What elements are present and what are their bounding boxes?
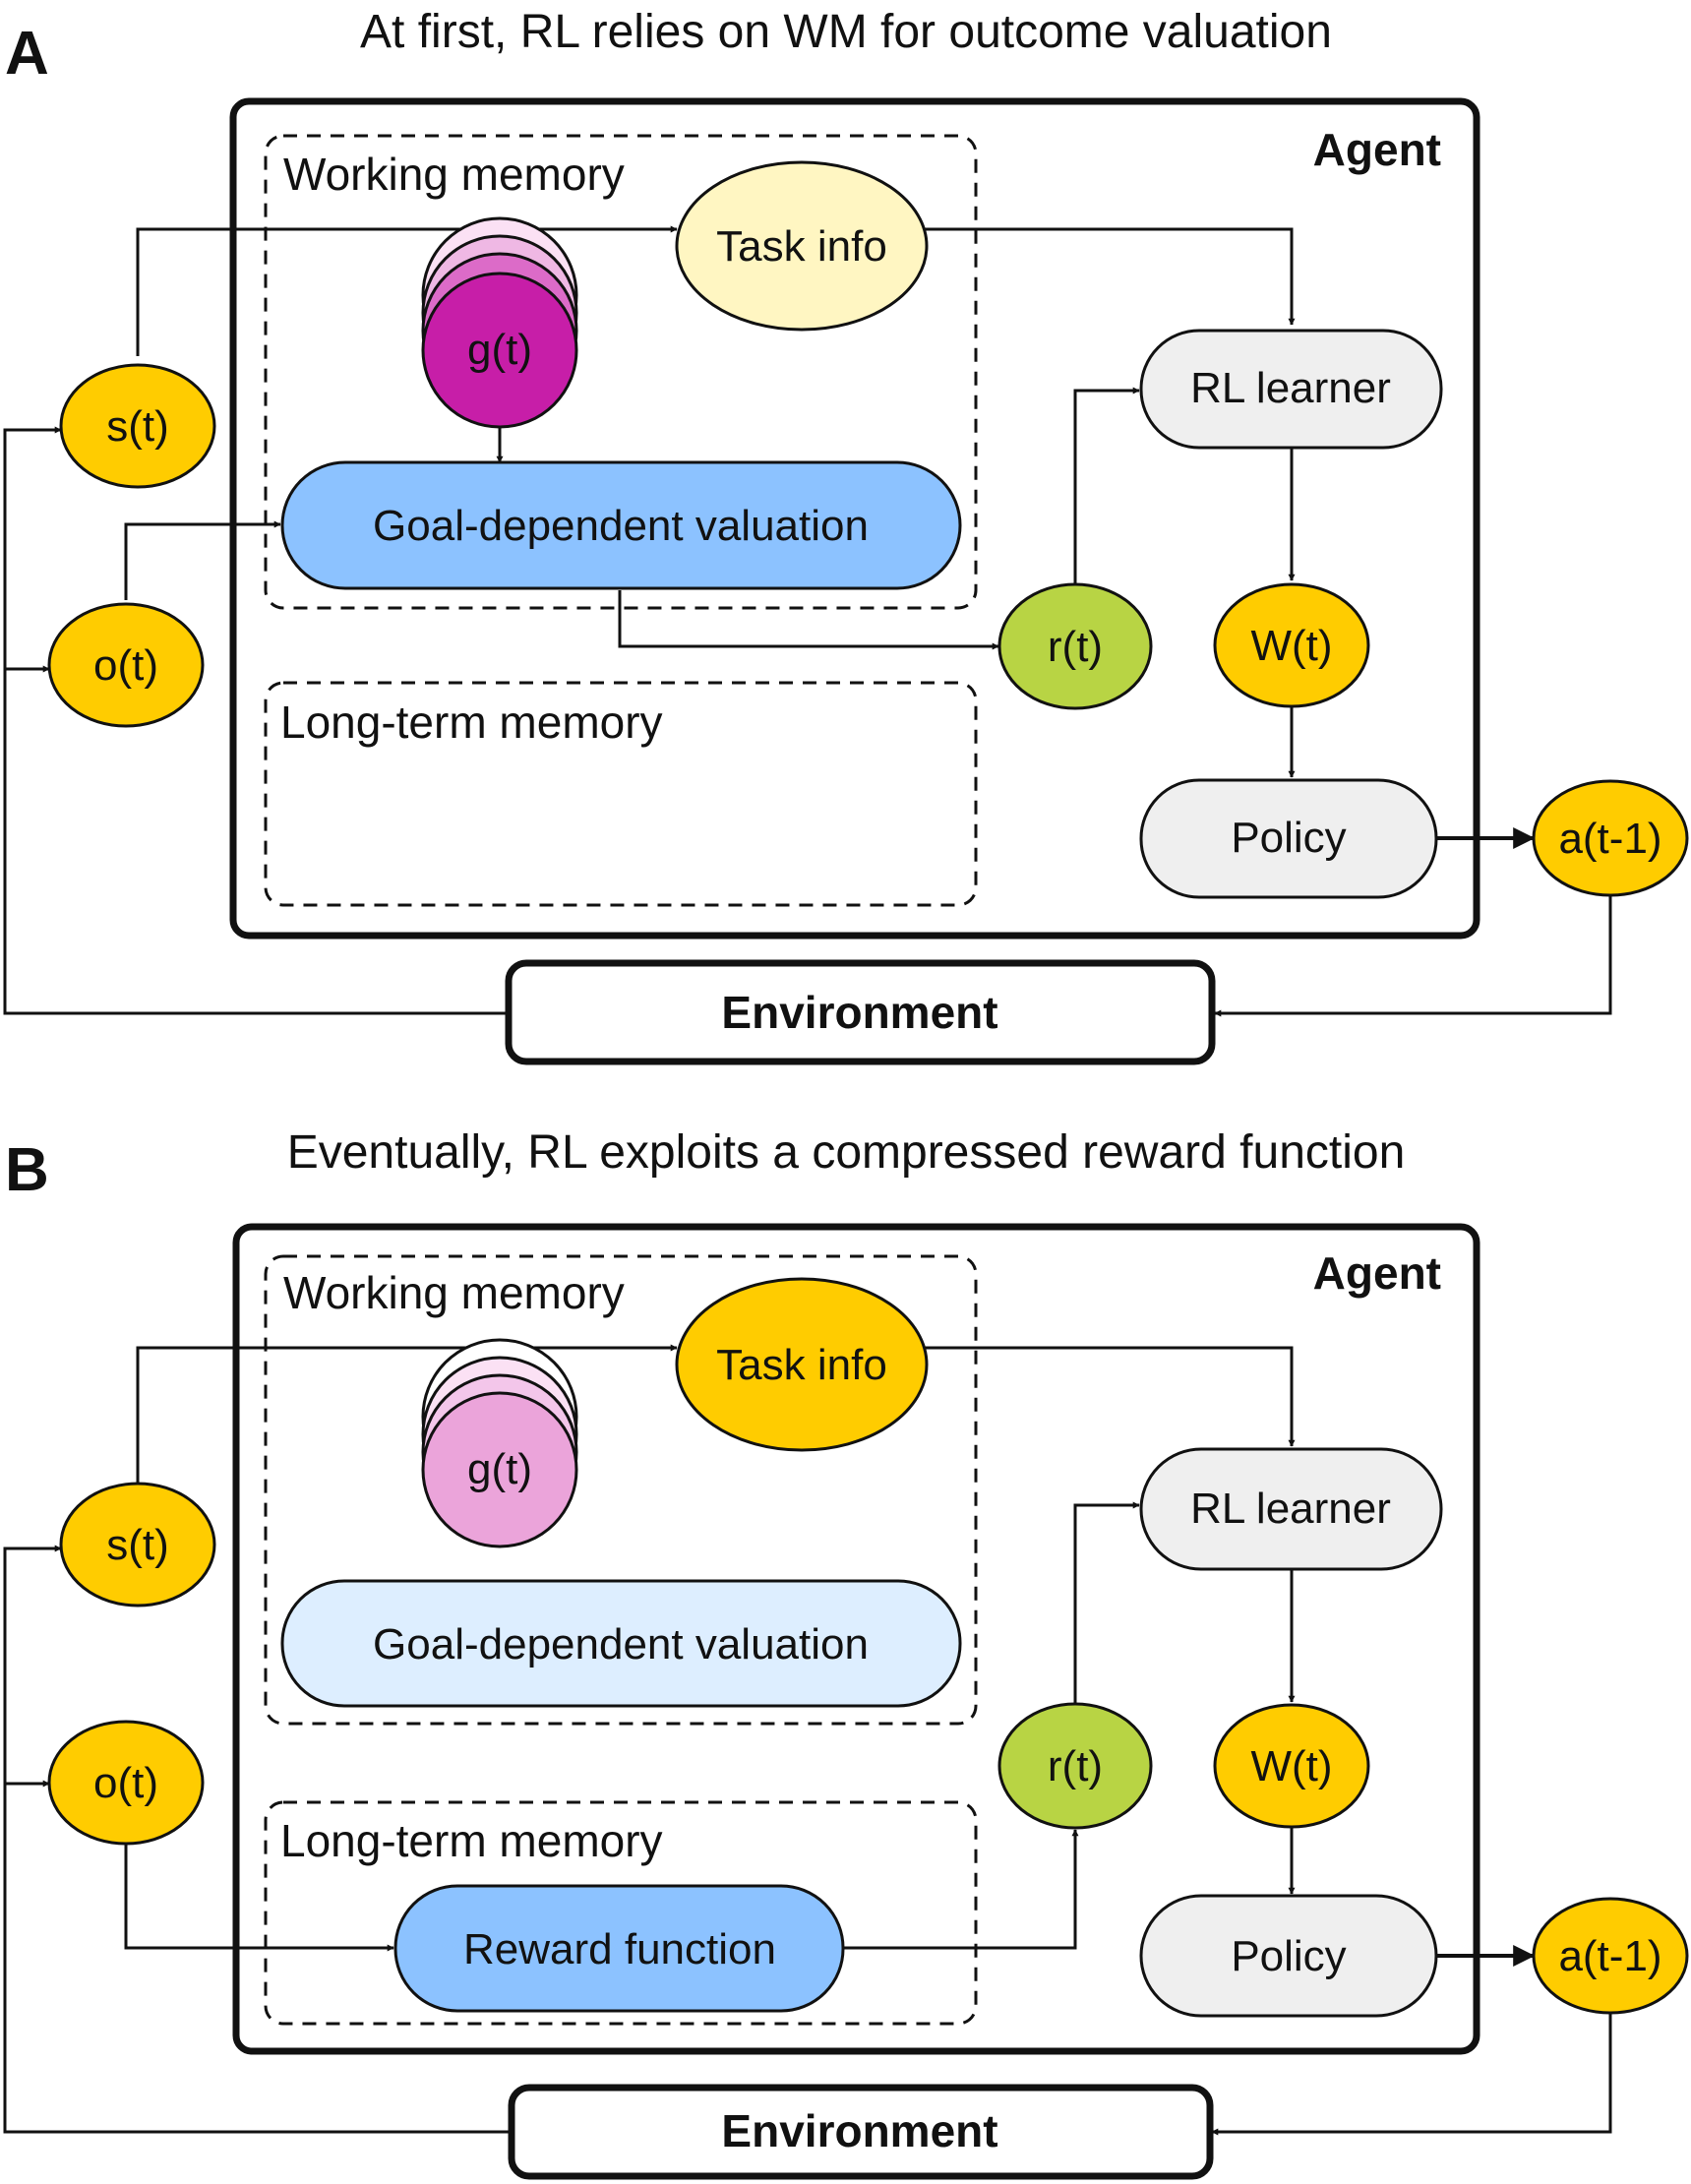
panel-b: B Eventually, RL exploits a compressed r… xyxy=(3,1126,1689,2180)
task-info-to-rl-learner-arrow xyxy=(925,227,1296,326)
action-label: a(t-1) xyxy=(1558,1932,1661,1980)
long-term-memory-box xyxy=(264,1800,978,2026)
outcome-node xyxy=(47,602,205,728)
valuation-to-reward-arrow xyxy=(618,590,999,650)
task-info-node xyxy=(675,160,929,332)
environment-label: Environment xyxy=(721,987,997,1038)
reward-label: r(t) xyxy=(1048,1742,1103,1790)
outcome-node xyxy=(47,1720,205,1846)
task-info-node xyxy=(675,1277,929,1452)
agent-box xyxy=(232,1223,1480,2055)
reward-function-to-reward-arrow xyxy=(844,1829,1079,1950)
long-term-memory-label: Long-term memory xyxy=(280,697,663,748)
action-to-environment-arrow xyxy=(1214,893,1612,1017)
goal-stack: g(t) xyxy=(421,216,578,429)
goal-stack: g(t) xyxy=(421,1338,578,1548)
environment-label: Environment xyxy=(721,2105,997,2156)
working-memory-box xyxy=(264,134,978,610)
action-label: a(t-1) xyxy=(1558,815,1661,863)
outcome-to-valuation-arrow xyxy=(124,520,281,600)
agent-box xyxy=(229,97,1480,940)
action-node xyxy=(1532,1897,1689,2015)
rl-learner-node xyxy=(1139,1447,1443,1571)
agent-label: Agent xyxy=(1313,1247,1441,1299)
goal-label: g(t) xyxy=(467,326,532,374)
rl-learner-label: RL learner xyxy=(1190,1485,1391,1533)
outcome-to-reward-function-arrow xyxy=(124,1845,394,1952)
task-info-label: Task info xyxy=(716,222,887,271)
outcome-label: o(t) xyxy=(93,1759,158,1807)
reward-function-label: Reward function xyxy=(463,1925,776,1973)
environment-box xyxy=(505,959,1216,1065)
long-term-memory-box xyxy=(264,681,978,907)
reward-node xyxy=(997,582,1153,710)
state-label: s(t) xyxy=(106,1521,169,1569)
reward-to-rl-learner-arrow xyxy=(1073,387,1140,583)
rl-learner-label: RL learner xyxy=(1190,364,1391,412)
long-term-memory-label: Long-term memory xyxy=(280,1815,663,1866)
environment-to-state-arrow xyxy=(3,426,507,1015)
reward-to-rl-learner-arrow xyxy=(1073,1501,1140,1705)
state-to-task-info-arrow xyxy=(136,225,678,356)
policy-node xyxy=(1139,1894,1438,2018)
state-to-task-info-arrow xyxy=(136,1344,678,1483)
weights-label: W(t) xyxy=(1250,1742,1332,1790)
weights-node xyxy=(1213,1703,1370,1829)
reward-node xyxy=(997,1702,1153,1830)
reward-label: r(t) xyxy=(1048,623,1103,671)
working-memory-box xyxy=(264,1254,978,1726)
policy-node xyxy=(1139,778,1438,899)
working-memory-label: Working memory xyxy=(283,149,625,200)
policy-label: Policy xyxy=(1231,1932,1346,1980)
agent-label: Agent xyxy=(1313,124,1441,175)
action-to-environment-arrow xyxy=(1211,2010,1612,2136)
task-info-to-rl-learner-arrow xyxy=(925,1346,1296,1447)
rl-learner-node xyxy=(1139,329,1443,450)
goal-label: g(t) xyxy=(467,1445,532,1493)
panel-a-letter: A xyxy=(5,20,49,88)
goal-node xyxy=(421,272,578,429)
weights-node xyxy=(1213,582,1370,708)
environment-to-state-arrow xyxy=(3,1545,510,2134)
goal-dependent-valuation-label: Goal-dependent valuation xyxy=(373,502,869,550)
reward-function-node xyxy=(393,1884,845,2013)
state-node xyxy=(59,1482,216,1608)
goal-node xyxy=(421,1391,578,1548)
weights-label: W(t) xyxy=(1250,622,1332,670)
action-node xyxy=(1532,779,1689,897)
goal-dependent-valuation-label: Goal-dependent valuation xyxy=(373,1620,869,1668)
policy-label: Policy xyxy=(1231,814,1346,862)
state-label: s(t) xyxy=(106,402,169,451)
working-memory-label: Working memory xyxy=(283,1267,625,1318)
goal-dependent-valuation-node xyxy=(280,460,962,590)
panel-b-letter: B xyxy=(5,1136,49,1204)
goal-dependent-valuation-node xyxy=(280,1579,962,1708)
task-info-label: Task info xyxy=(716,1341,887,1389)
panel-a: A At first, RL relies on WM for outcome … xyxy=(3,6,1689,1065)
state-node xyxy=(59,363,216,489)
environment-box xyxy=(508,2084,1214,2180)
outcome-label: o(t) xyxy=(93,641,158,690)
panel-a-title: At first, RL relies on WM for outcome va… xyxy=(360,6,1332,58)
panel-b-title: Eventually, RL exploits a compressed rew… xyxy=(287,1126,1406,1179)
